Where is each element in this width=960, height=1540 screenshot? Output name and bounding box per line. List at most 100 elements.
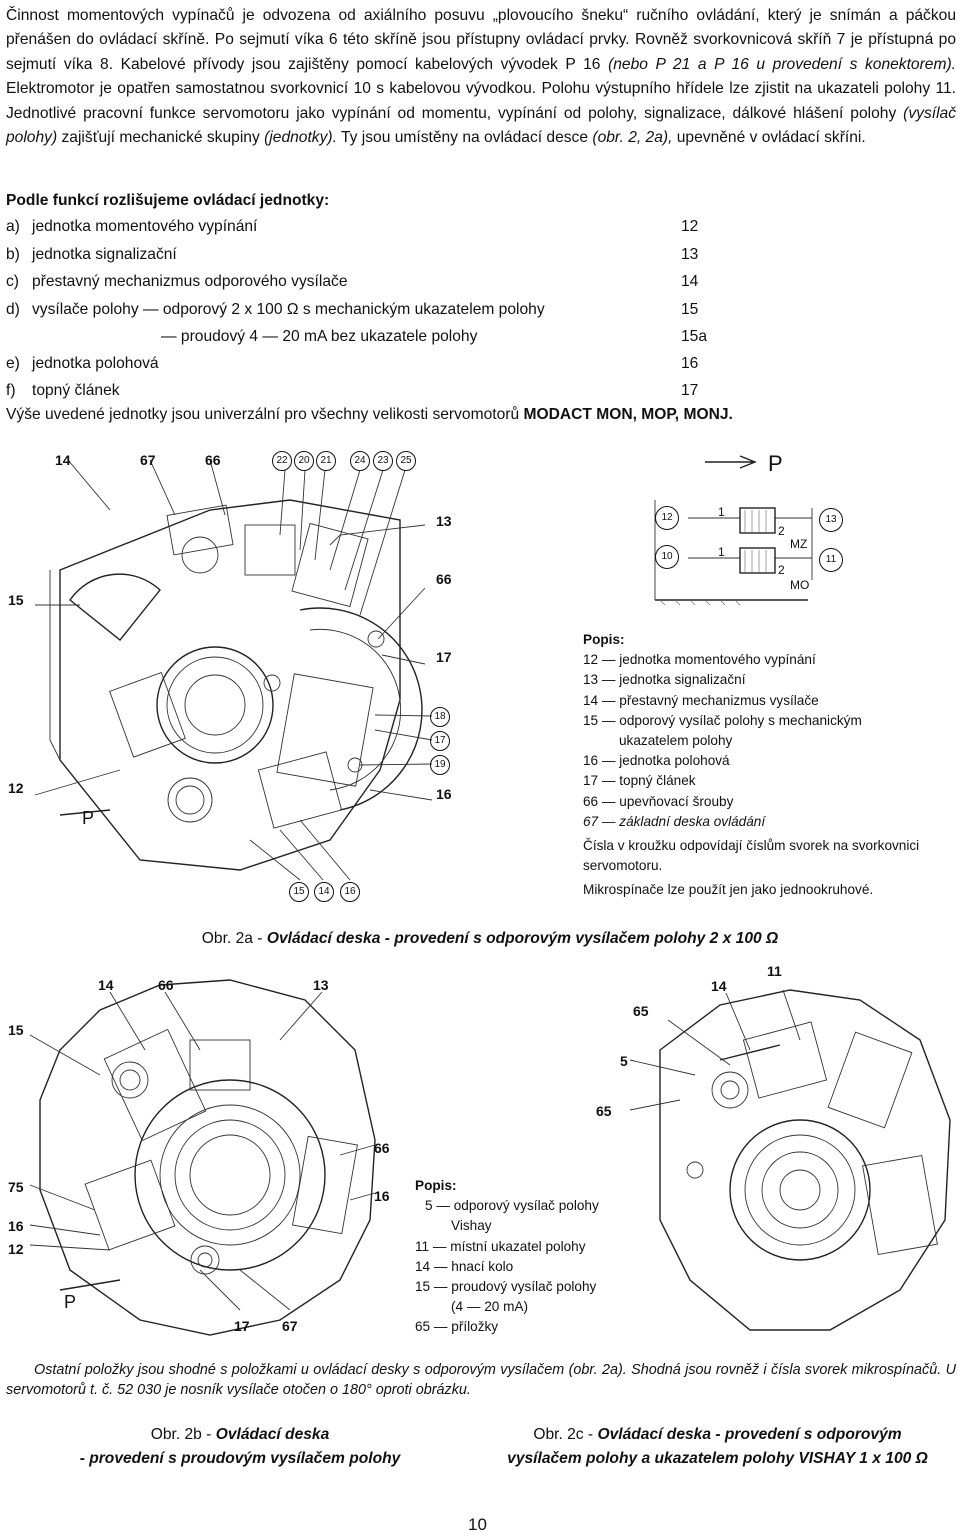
fig2a-label-17: 17: [436, 649, 452, 665]
fig2a-terminal-14: 14: [314, 882, 334, 902]
fig2a-terminal-24: 24: [350, 451, 370, 471]
fig2a-label-66b: 66: [436, 571, 452, 587]
fig2a-legend-item: 67 — základní deska ovládání: [583, 813, 766, 829]
fig2a-legend-item: 15 — odporový vysílač polohy s mechanick…: [583, 712, 862, 728]
fig2c-legend-item: 14 — hnací kolo: [415, 1258, 514, 1274]
unit-row-letter: b): [6, 246, 20, 263]
fig2c-drawing: [629, 989, 951, 1331]
fig2b-caption-title: Ovládací deska: [215, 1426, 330, 1443]
intro-text-4: (vysílač polohy): [6, 104, 957, 147]
fig2a-terminal-23: 23: [373, 451, 393, 471]
fig2a-terminal-17: 17: [430, 731, 450, 751]
fig2a-terminal-22: 22: [272, 451, 292, 471]
fig2c-label-14: 14: [711, 978, 727, 994]
fig2c-label-5: 5: [620, 1053, 628, 1069]
fig2a-label-66: 66: [205, 452, 221, 468]
unit-row-number: 12: [681, 218, 699, 235]
intro-text-1: Činnost momentových vypínačů je odvozena…: [6, 7, 956, 73]
intro-text-8: (obr. 2, 2a),: [592, 129, 673, 147]
fig2c-label-11: 11: [767, 963, 782, 979]
fig2a-drawing: [34, 455, 813, 881]
schema-pin-1a: 1: [718, 505, 725, 519]
fig2a-legend-item: 66 — upevňovací šrouby: [583, 793, 734, 809]
fig2c-legend-item: Vishay: [451, 1218, 492, 1234]
unit-row-text: jednotka signalizační: [32, 246, 177, 263]
fig2a-legend-title: Popis:: [583, 632, 625, 647]
fig2c-legend-title: Popis:: [415, 1178, 457, 1193]
schema-terminal-12: 12: [655, 506, 679, 530]
intro-text-9: upevněné v ovládací skříni.: [676, 129, 866, 147]
fig2a-arrow-p: P: [82, 808, 95, 828]
schema-terminal-10: 10: [655, 545, 679, 569]
fig2a-terminal-15: 15: [289, 882, 309, 902]
fig2a-legend-item: 13 — jednotka signalizační: [583, 672, 746, 688]
schema-pin-1b: 1: [718, 545, 725, 559]
unit-row-letter: a): [6, 218, 20, 235]
fig2b-arrow-p: P: [64, 1292, 77, 1312]
schema-terminal-13: 13: [819, 508, 843, 532]
unit-row-text: — proudový 4 — 20 mA bez ukazatele poloh…: [161, 328, 478, 345]
unit-row-number: 17: [681, 382, 699, 399]
unit-row-letter: e): [6, 355, 20, 372]
fig2c-caption-title: Ovládací deska - provedení s odporovým: [597, 1426, 902, 1443]
fig2b-label-15: 15: [8, 1022, 24, 1038]
fig2a-terminal-16: 16: [340, 882, 360, 902]
fig2a-terminal-20: 20: [294, 451, 314, 471]
fig2b-caption-line2: - provedení s proudovým vysílačem polohy: [79, 1450, 401, 1467]
unit-row-text: topný článek: [32, 382, 120, 399]
fig2c-caption-line2: vysílačem polohy a ukazatelem polohy VIS…: [507, 1450, 928, 1467]
schema-pin-2b: 2: [778, 563, 785, 577]
fig2a-terminal-25: 25: [396, 451, 416, 471]
fig2c-legend-item: (4 — 20 mA): [451, 1299, 529, 1315]
fig2c-label-65: 65: [633, 1003, 649, 1019]
fig2c-label-65b: 65: [596, 1103, 612, 1119]
intro-text-5: zajišťují mechanické skupiny: [61, 129, 260, 147]
fig2a-legend-item: 14 — přestavný mechanizmus vysílače: [583, 692, 819, 708]
intro-paragraph: Činnost momentových vypínačů je odvozena…: [6, 4, 956, 150]
fig2c-legend-item: 11 — místní ukazatel polohy: [415, 1238, 586, 1254]
unit-row-number: 13: [681, 246, 699, 263]
schema-terminal-11: 11: [819, 548, 843, 572]
fig2b-label-75: 75: [8, 1179, 24, 1195]
fig2b-label-67: 67: [282, 1318, 298, 1334]
fig2b-label-13: 13: [313, 977, 329, 993]
schema-pin-2a: 2: [778, 524, 785, 538]
fig2c-legend-item: 65 — příložky: [415, 1319, 499, 1335]
fig2a-legend-item: 16 — jednotka polohová: [583, 753, 730, 769]
fig2b-label-17: 17: [234, 1318, 250, 1334]
schema-mo: MO: [790, 578, 810, 592]
fig2a-legend-note-2: Mikrospínače lze použít jen jako jednook…: [583, 882, 874, 898]
fig2a-terminal-18: 18: [430, 707, 450, 727]
intro-text-3: Elektromotor je opatřen samostatnou svor…: [6, 80, 956, 122]
summary-text: Výše uvedené jednotky jsou univerzální p…: [6, 406, 520, 423]
units-summary: Výše uvedené jednotky jsou univerzální p…: [6, 406, 733, 424]
summary-models: MODACT MON, MOP, MONJ.: [523, 406, 733, 423]
unit-row-letter: f): [6, 382, 16, 399]
fig2a-label-67: 67: [140, 452, 156, 468]
fig2a-legend-item: 17 — topný článek: [583, 773, 696, 789]
fig2b-caption: Obr. 2b - Ovládací deska - provedení s p…: [20, 1423, 460, 1471]
fig2c-legend-item: 5 — odporový vysílač polohy: [425, 1198, 599, 1214]
fig2a-legend-item: ukazatelem polohy: [619, 733, 733, 749]
fig2c-legend: Popis: 5 — odporový vysílač polohy Visha…: [415, 1176, 655, 1338]
fig2b-label-12: 12: [8, 1241, 24, 1257]
intro-text-6: (jednotky).: [264, 129, 337, 147]
intro-text-7: Ty jsou umístěny na ovládací desce: [340, 129, 589, 147]
unit-row-letter: d): [6, 301, 20, 318]
unit-row-letter: c): [6, 273, 19, 290]
fig2b-label-16: 16: [374, 1188, 390, 1204]
unit-row-number: 16: [681, 355, 699, 372]
unit-row-number: 15: [681, 301, 699, 318]
fig2b-label-66: 66: [158, 977, 174, 993]
unit-row-number: 14: [681, 273, 699, 290]
fig2c-caption: Obr. 2c - Ovládací deska - provedení s o…: [475, 1423, 960, 1471]
fig2b-label-14: 14: [98, 977, 114, 993]
fig2b-caption-prefix: Obr. 2b -: [150, 1426, 216, 1443]
fig2a-legend-note-1: Čísla v kroužku odpovídají číslům svorek…: [583, 838, 920, 874]
fig2a-label-14: 14: [55, 452, 71, 468]
fig2b-drawing: [29, 979, 376, 1336]
fig2a-terminal-21: 21: [316, 451, 336, 471]
intro-text-2: (nebo P 21 a P 16 u provedení s konektor…: [608, 55, 956, 73]
fig2a-caption-prefix: Obr. 2a -: [201, 930, 267, 947]
schema-mz: MZ: [790, 537, 808, 551]
